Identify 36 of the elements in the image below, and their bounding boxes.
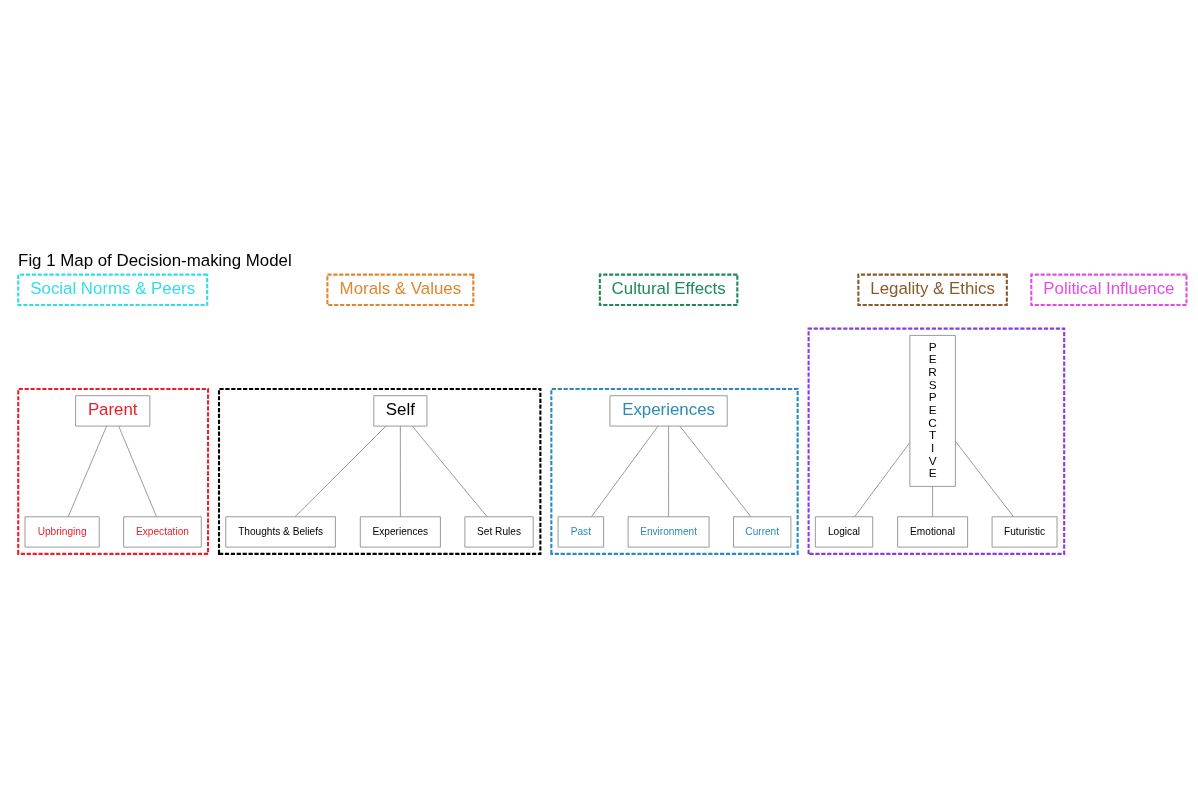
node-box: Upbringing — [24, 516, 100, 548]
cluster — [17, 387, 210, 555]
node-box: Past — [557, 516, 605, 548]
connector — [854, 442, 911, 518]
connector — [679, 425, 752, 518]
node-box: Experiences — [359, 516, 441, 548]
node-box: Expectation — [123, 516, 202, 548]
cluster — [807, 327, 1066, 555]
node-box: Self — [373, 395, 428, 427]
connector — [67, 425, 108, 518]
connector — [294, 425, 387, 518]
connector — [591, 425, 659, 518]
node-box: Morals & Values — [326, 273, 475, 307]
connector — [411, 425, 488, 518]
diagram-title: Fig 1 Map of Decision-making Model — [18, 251, 292, 271]
node-box: Current — [733, 516, 792, 548]
cluster — [217, 387, 542, 555]
connector — [955, 441, 1014, 517]
node-box: Futuristic — [991, 516, 1058, 548]
node-box: PERSPECTIVE — [909, 335, 956, 487]
node-box: Political Influence — [1030, 273, 1188, 307]
node-box: Logical — [814, 516, 874, 548]
node-box: Cultural Effects — [598, 273, 739, 307]
node-box: Thoughts & Beliefs — [225, 516, 336, 548]
connector — [932, 486, 933, 518]
node-box: Emotional — [897, 516, 969, 548]
cluster — [550, 387, 799, 555]
node-box: Environment — [627, 516, 710, 548]
connector — [668, 425, 669, 518]
node-box: Experiences — [609, 395, 728, 427]
node-box: Set Rules — [464, 516, 534, 548]
node-box: Parent — [75, 395, 151, 427]
connector — [399, 425, 401, 518]
node-box: Social Norms & Peers — [17, 273, 209, 307]
node-box: Legality & Ethics — [857, 273, 1008, 307]
connector — [118, 425, 157, 518]
